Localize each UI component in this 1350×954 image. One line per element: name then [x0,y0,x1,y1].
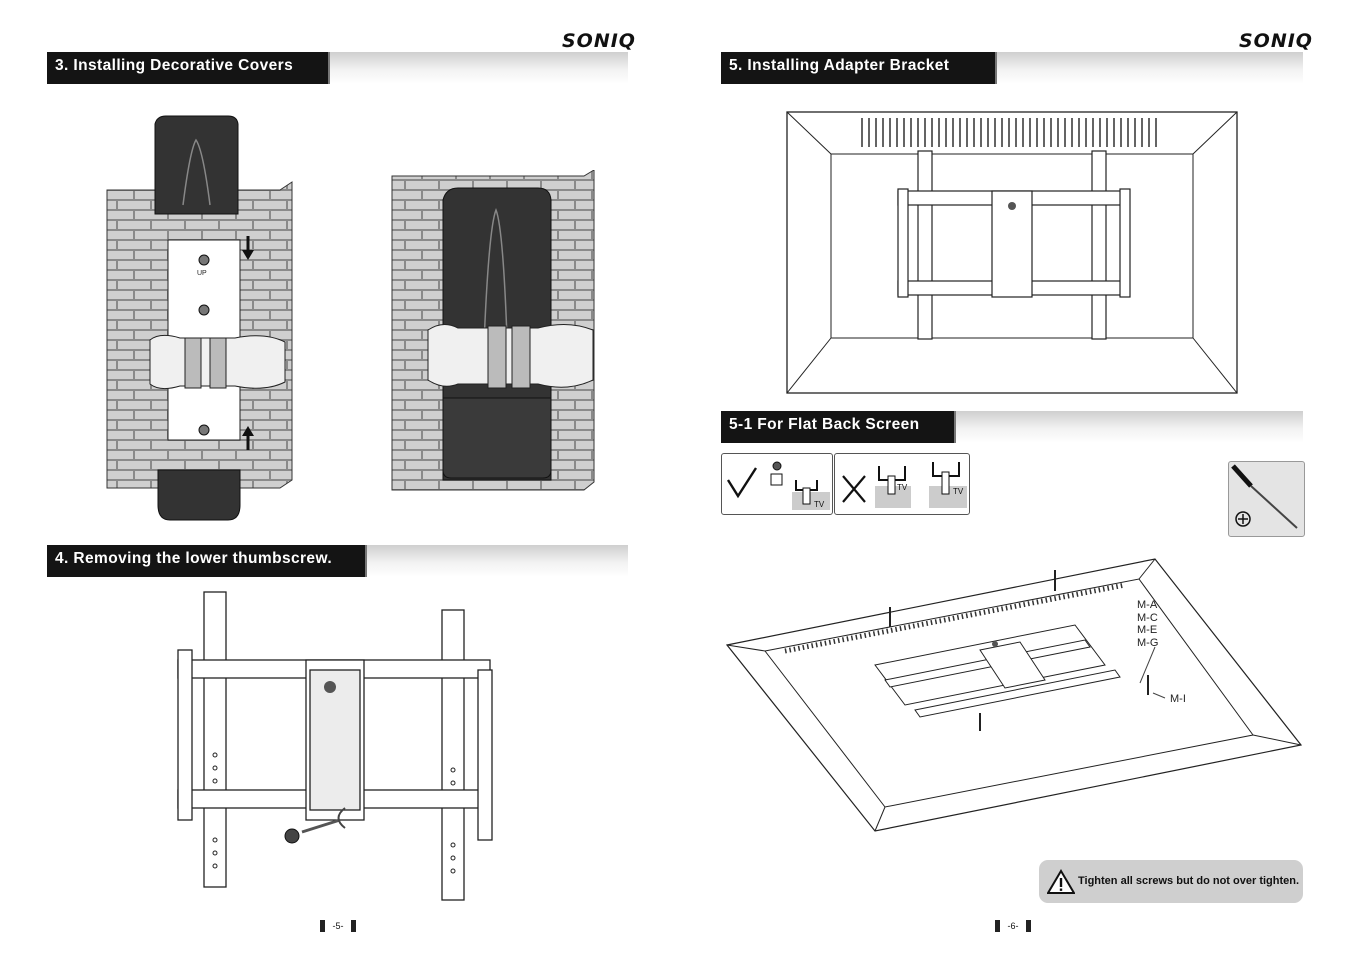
correct-installation-box: TV [721,453,833,515]
thumbscrew-bracket-illustration [177,591,493,901]
tv-label: TV [814,500,825,509]
section-5-title: 5. Installing Adapter Bracket [721,52,997,84]
adapter-bracket-illustration [786,111,1238,394]
section-5-1-header: 5-1 For Flat Back Screen [721,411,1303,443]
warning-callout: Tighten all screws but do not over tight… [1039,860,1303,903]
warning-text: Tighten all screws but do not over tight… [1078,875,1300,887]
warning-icon [1047,869,1075,894]
screwdriver-icon [1231,464,1253,488]
page-number-right: -6- [995,920,1031,932]
part-label-m-c: M-C [1137,611,1158,624]
screwdriver-tool-box [1228,461,1305,537]
section-4-title: 4. Removing the lower thumbscrew. [47,545,367,577]
part-label-m-e: M-E [1137,624,1158,636]
section-5-1-title: 5-1 For Flat Back Screen [721,411,956,443]
check-icon [726,467,758,499]
part-label-m-g: M-G [1137,636,1159,649]
tv-label: TV [897,483,908,492]
part-label-m-i: M-I [1170,693,1186,705]
section-5-header: 5. Installing Adapter Bracket [721,52,1303,84]
incorrect-installation-box: TV TV [834,453,970,515]
covers-installed-illustration [391,170,595,491]
brand-logo: SONIQ [562,30,636,52]
phillips-icon [1235,511,1251,527]
part-label-m-a: M-A [1137,599,1158,611]
brand-logo: SONIQ [1239,30,1313,52]
covers-exploded-illustration: UP [106,115,293,521]
section-3-header: 3. Installing Decorative Covers [47,52,628,84]
plate-up-label: UP [197,270,207,277]
section-3-title: 3. Installing Decorative Covers [47,52,330,84]
flat-back-screen-illustration [725,558,1303,832]
part-label-list: M-A M-C M-E M-G [1137,599,1158,649]
page-number-left: -5- [320,920,356,932]
section-4-header: 4. Removing the lower thumbscrew. [47,545,628,577]
tv-label: TV [953,487,964,496]
cross-icon [842,475,866,503]
